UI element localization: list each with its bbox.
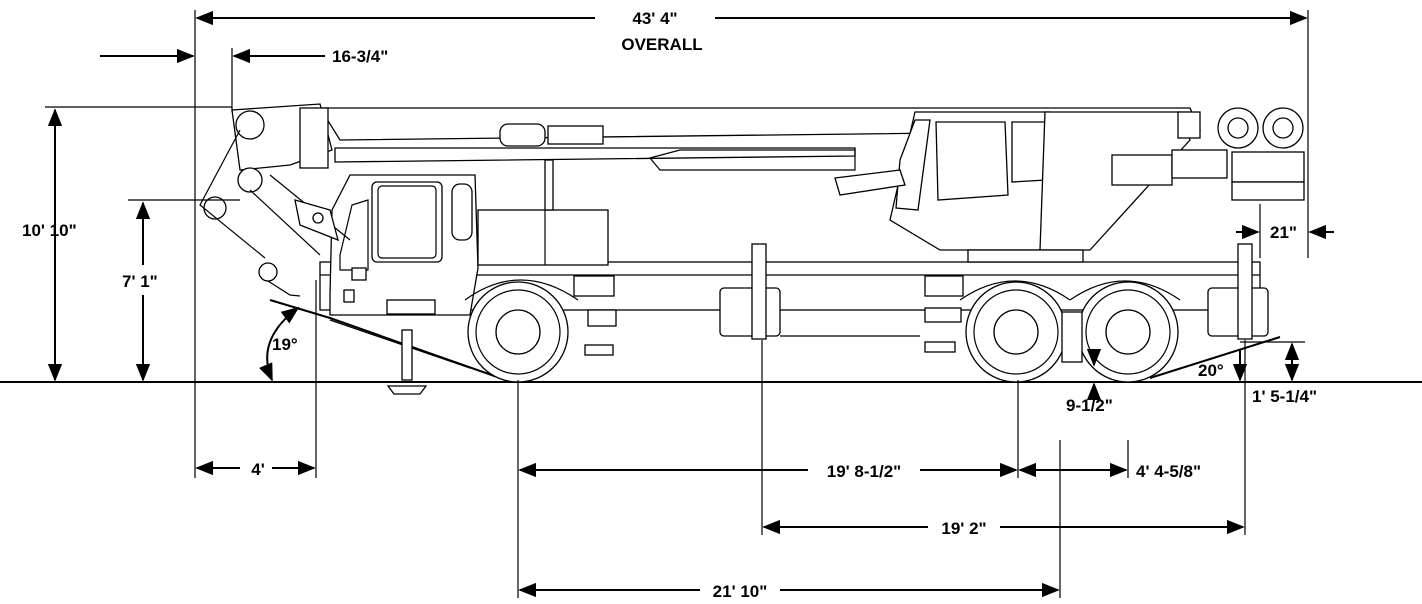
rear-wheel-2 bbox=[1077, 281, 1179, 383]
dimension-lines bbox=[45, 10, 1334, 598]
approach-angle-label: 19° bbox=[272, 335, 298, 354]
crane-truck bbox=[199, 103, 1305, 395]
overall-height-label: 10' 10" bbox=[22, 221, 77, 240]
front-bumper-offset-label: 4' bbox=[251, 460, 265, 479]
overall-length-label: 43' 4" bbox=[632, 9, 677, 28]
dimension-labels: 43' 4" OVERALL 16-3/4" 10' 10" 7' 1" 19°… bbox=[22, 9, 1317, 601]
front-wheel bbox=[467, 281, 569, 383]
ground-clearance-label: 9-1/2" bbox=[1066, 396, 1113, 415]
front-overhang-label: 16-3/4" bbox=[332, 47, 388, 66]
tandem-spacing-label: 4' 4-5/8" bbox=[1136, 462, 1201, 481]
wheelbase-label: 21' 10" bbox=[713, 582, 768, 601]
overall-text-label: OVERALL bbox=[621, 35, 702, 54]
rear-height-label: 1' 5-1/4" bbox=[1252, 387, 1317, 406]
outrigger-spacing-label: 19' 2" bbox=[941, 519, 986, 538]
rear-wheel-1 bbox=[965, 281, 1067, 383]
boom-pivot-height-label: 7' 1" bbox=[122, 272, 158, 291]
departure-angle-label: 20° bbox=[1198, 361, 1224, 380]
rear-overhang-label: 21" bbox=[1270, 223, 1297, 242]
front-to-rear-axle-label: 19' 8-1/2" bbox=[827, 462, 901, 481]
